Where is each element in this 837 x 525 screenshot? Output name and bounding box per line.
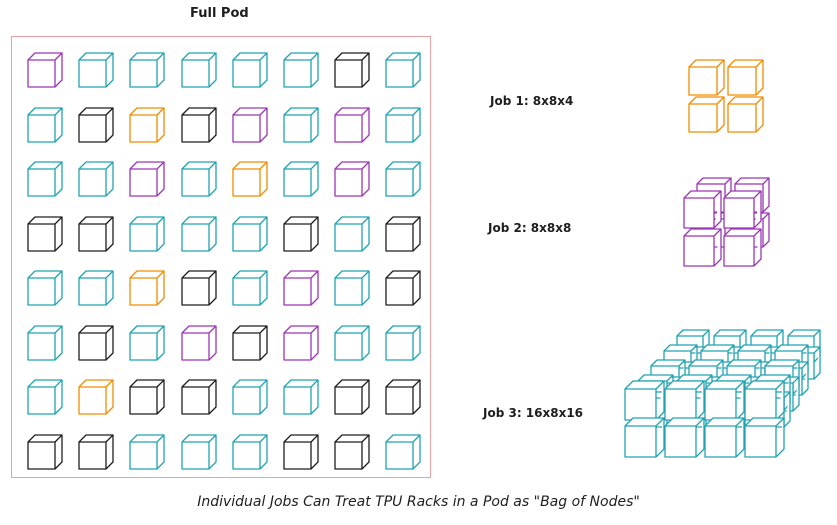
node-cube [385,215,422,252]
node-cube [385,324,422,361]
job-3-node-cube [704,417,745,458]
job-3-node-cube [624,380,665,421]
node-cube [283,106,319,143]
job-3-node-cube [704,380,745,421]
node-cube [129,52,166,88]
node-cube [78,52,114,88]
job-1-node-cube [727,59,764,96]
node-cube [27,433,63,470]
node-cube [334,215,370,252]
node-cube [129,215,166,252]
node-cube [129,324,166,361]
node-cube [334,433,370,470]
node-cube [180,433,217,470]
node-cube [27,270,63,306]
node-cube [232,379,268,415]
node-cube [78,324,114,361]
node-cube [385,161,422,197]
job-2-node-cube [683,190,722,229]
node-cube [27,52,63,88]
node-cube [78,270,114,306]
node-cube [232,52,268,88]
node-cube [129,433,166,470]
node-cube [334,52,370,88]
node-cube [385,433,422,470]
node-cube [334,270,370,306]
node-cube [78,433,114,470]
node-cube [78,106,114,143]
node-cube [27,379,63,415]
node-cube [283,379,319,415]
node-cube [385,270,422,306]
node-cube [283,324,319,361]
node-cube [27,106,63,143]
node-cube [334,106,370,143]
job-2-node-cube [723,228,762,267]
node-cube [129,161,166,197]
node-cube [283,161,319,197]
node-cube [180,270,217,306]
node-cube [180,52,217,88]
node-cube [385,52,422,88]
node-cube [180,106,217,143]
node-cube [283,270,319,306]
node-cube [180,161,217,197]
node-cube [78,379,114,415]
job-3-node-cube [744,417,785,458]
node-cube [283,215,319,252]
node-cube [180,324,217,361]
node-cube [232,324,268,361]
job-1-node-cube [688,59,725,96]
node-cube [180,215,217,252]
node-cube [334,379,370,415]
node-cube [232,433,268,470]
node-cube [334,324,370,361]
node-cube [180,379,217,415]
node-cube [334,161,370,197]
node-cube [27,161,63,197]
job-2-node-cube [683,228,722,267]
node-cube [385,106,422,143]
node-cube [232,270,268,306]
job-2-node-cube [723,190,762,229]
job-3-node-cube [744,380,785,421]
node-cube [27,215,63,252]
job-1-label: Job 1: 8x8x4 [490,94,574,108]
node-cube [232,215,268,252]
pod-frame [11,36,431,478]
job-3-node-cube [624,417,665,458]
node-cube [283,52,319,88]
node-cube [232,161,268,197]
node-cube [129,270,166,306]
node-cube [385,379,422,415]
job-3-node-cube [664,380,705,421]
node-cube [283,433,319,470]
figure-caption: Individual Jobs Can Treat TPU Racks in a… [197,494,640,510]
job-1-node-cube [727,96,764,133]
node-cube [129,106,166,143]
job-3-label: Job 3: 16x8x16 [483,406,584,420]
job-3-node-cube [664,417,705,458]
job-2-label: Job 2: 8x8x8 [488,221,572,235]
node-cube [27,324,63,361]
node-cube [232,106,268,143]
pod-title: Full Pod [190,6,249,21]
node-cube [129,379,166,415]
node-cube [78,215,114,252]
job-1-node-cube [688,96,725,133]
node-cube [78,161,114,197]
